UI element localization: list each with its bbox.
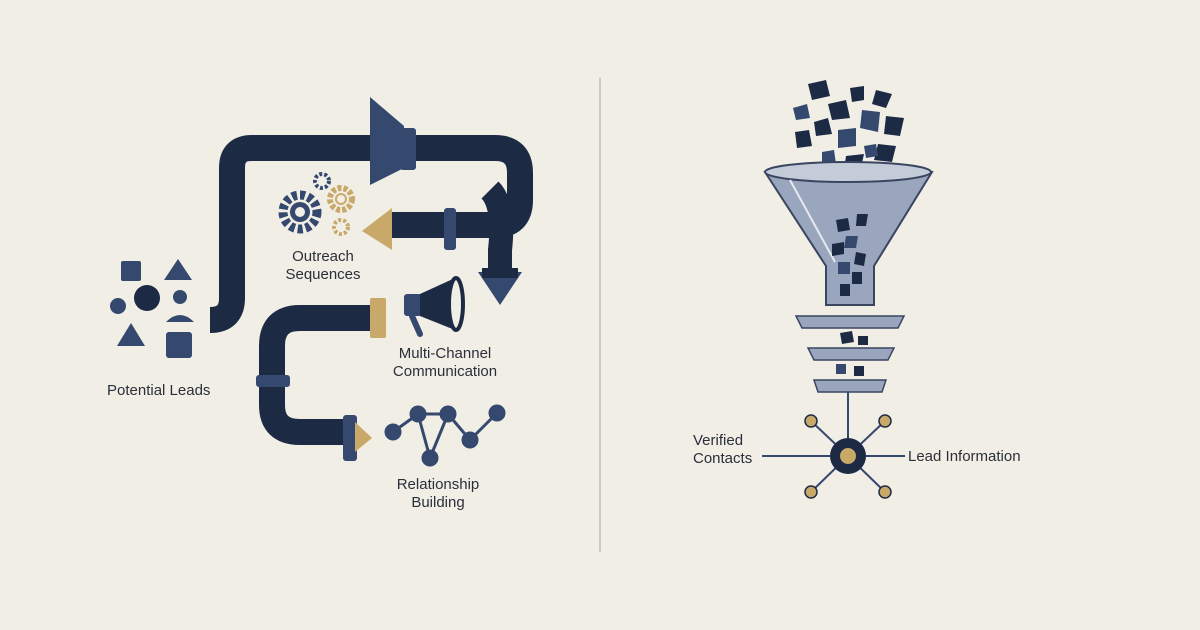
label-line: Communication xyxy=(392,363,498,380)
label-line: Outreach xyxy=(292,248,354,265)
pipe-drop xyxy=(480,181,514,272)
cone-icon xyxy=(370,97,404,185)
filter-layers xyxy=(794,315,906,393)
down-cone-icon xyxy=(478,272,522,305)
label-line: Multi-Channel xyxy=(398,345,492,362)
label-line: Relationship xyxy=(396,476,480,493)
label-verified-contacts: Verified Contacts xyxy=(693,432,752,468)
network-icon xyxy=(384,404,506,467)
label-multi-channel: Multi-Channel Communication xyxy=(380,345,510,381)
label-lead-information: Lead Information xyxy=(908,448,1021,465)
label-outreach-sequences: Outreach Sequences xyxy=(268,248,378,284)
outreach-pipe xyxy=(209,135,533,333)
hub-node-icon xyxy=(762,392,905,499)
label-line: Contacts xyxy=(693,450,753,467)
shape-cluster-icon xyxy=(110,259,194,358)
filter-rocks xyxy=(836,331,868,376)
gold-collar xyxy=(370,298,386,338)
down-cone-collar xyxy=(482,268,518,278)
funnel-rocks xyxy=(832,214,868,296)
pipe-joint xyxy=(444,208,456,250)
label-relationship-building: Relationship Building xyxy=(378,476,498,512)
gold-arrow-icon xyxy=(362,208,392,250)
gold-tip-icon xyxy=(355,422,372,452)
megaphone-icon xyxy=(404,276,465,337)
pipe-joint xyxy=(256,375,290,387)
label-line: Sequences xyxy=(285,266,361,283)
label-potential-leads: Potential Leads xyxy=(107,382,211,399)
label-line: Building xyxy=(411,494,465,511)
funnel-icon xyxy=(763,161,934,306)
pipe-joint xyxy=(343,415,357,461)
lower-pipe xyxy=(259,305,378,445)
gear-icon xyxy=(278,172,355,236)
label-line: Verified xyxy=(693,432,744,449)
data-rocks xyxy=(793,80,904,172)
